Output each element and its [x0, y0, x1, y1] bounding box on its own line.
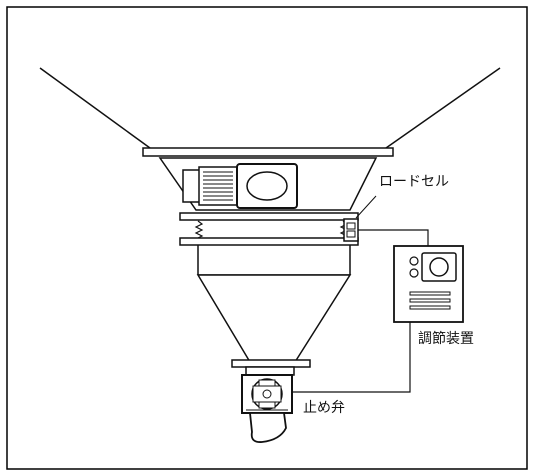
upper-funnel-right-line — [385, 67, 501, 149]
motor-unit — [182, 163, 298, 209]
controller-label: 調節装置 — [418, 330, 474, 347]
outlet-neck — [245, 366, 295, 376]
bottom-flange — [231, 359, 311, 368]
control-slot — [409, 305, 451, 310]
load-cell-ring — [179, 212, 359, 246]
stop-valve-label: 止め弁 — [303, 400, 345, 416]
controller-box — [393, 245, 464, 323]
load-cell-leader-line — [355, 195, 377, 219]
top-flange — [142, 147, 394, 157]
indicator-light-icon — [409, 256, 419, 266]
diagram-border — [6, 6, 528, 470]
load-cell-label: ロードセル — [379, 174, 449, 190]
lower-cone — [196, 274, 352, 363]
control-slot — [409, 298, 451, 303]
valve-wire — [292, 322, 411, 393]
stop-valve-body — [241, 374, 293, 414]
control-slot — [409, 291, 451, 296]
indicator-light-icon — [409, 268, 419, 278]
upper-funnel-left-line — [39, 67, 151, 149]
load-cell-block — [343, 218, 359, 242]
outlet-pipe — [249, 412, 287, 443]
dial-knob-icon — [429, 257, 449, 277]
load-cell-wire — [358, 229, 429, 246]
